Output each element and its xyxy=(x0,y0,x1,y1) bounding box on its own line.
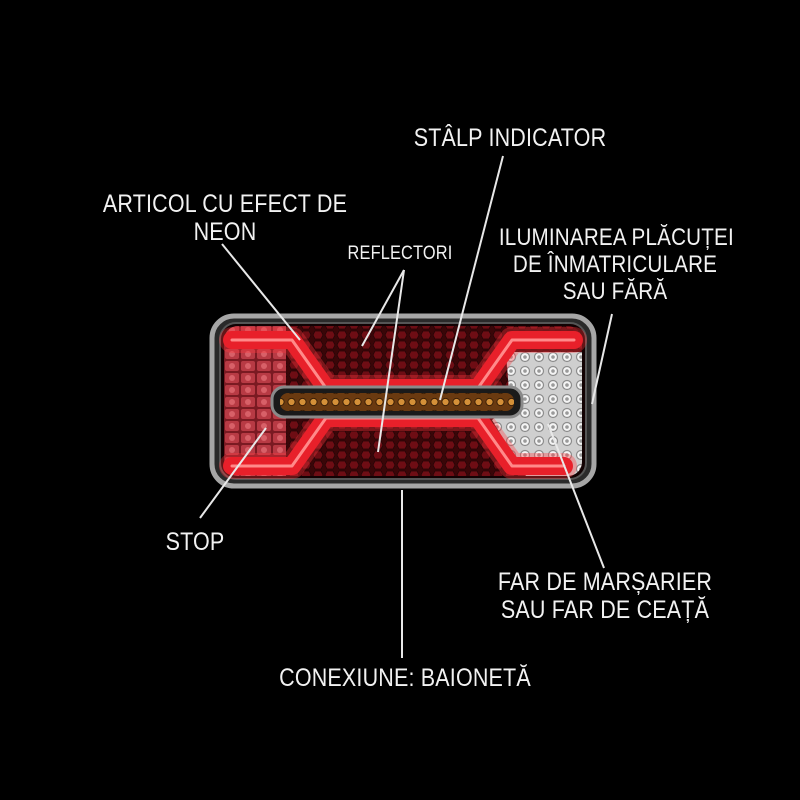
label-stalp-indicator: STÂLP INDICATOR xyxy=(413,124,607,152)
leader-stop xyxy=(199,427,267,519)
label-stop: STOP xyxy=(165,528,225,556)
label-conexiune: CONEXIUNE: BAIONETĂ xyxy=(279,664,531,692)
reverse-fog-led-block xyxy=(492,352,582,476)
label-neon-effect: ARTICOL CU EFECT DE NEON xyxy=(100,190,349,247)
label-far-line-1: FAR DE MARȘARIER xyxy=(497,568,713,596)
leader-far xyxy=(547,423,605,569)
leader-reflectori-b xyxy=(377,269,405,453)
leader-reflectori-a xyxy=(361,269,405,347)
label-far-line-2: SAU FAR DE CEAȚĂ xyxy=(500,596,710,625)
label-neon-line-1: ARTICOL CU EFECT DE xyxy=(102,190,348,218)
label-iluminare-line-1: ILUMINAREA PLĂCUȚEI xyxy=(498,224,734,251)
label-far: FAR DE MARȘARIER SAU FAR DE CEAȚĂ xyxy=(489,568,721,625)
label-reflectori: REFLECTORI xyxy=(347,243,453,264)
label-iluminare: ILUMINAREA PLĂCUȚEI DE ÎNMATRICULARE SAU… xyxy=(498,224,734,306)
leader-lines xyxy=(199,155,613,658)
leader-iluminare xyxy=(591,313,613,405)
leader-neon xyxy=(221,243,301,341)
label-neon-line-2: NEON xyxy=(193,218,257,247)
label-iluminare-line-3: SAU FĂRĂ xyxy=(562,278,668,306)
indicator-leds xyxy=(280,393,514,411)
label-iluminare-line-2: DE ÎNMATRICULARE xyxy=(512,251,718,279)
leader-stalp xyxy=(439,155,504,401)
